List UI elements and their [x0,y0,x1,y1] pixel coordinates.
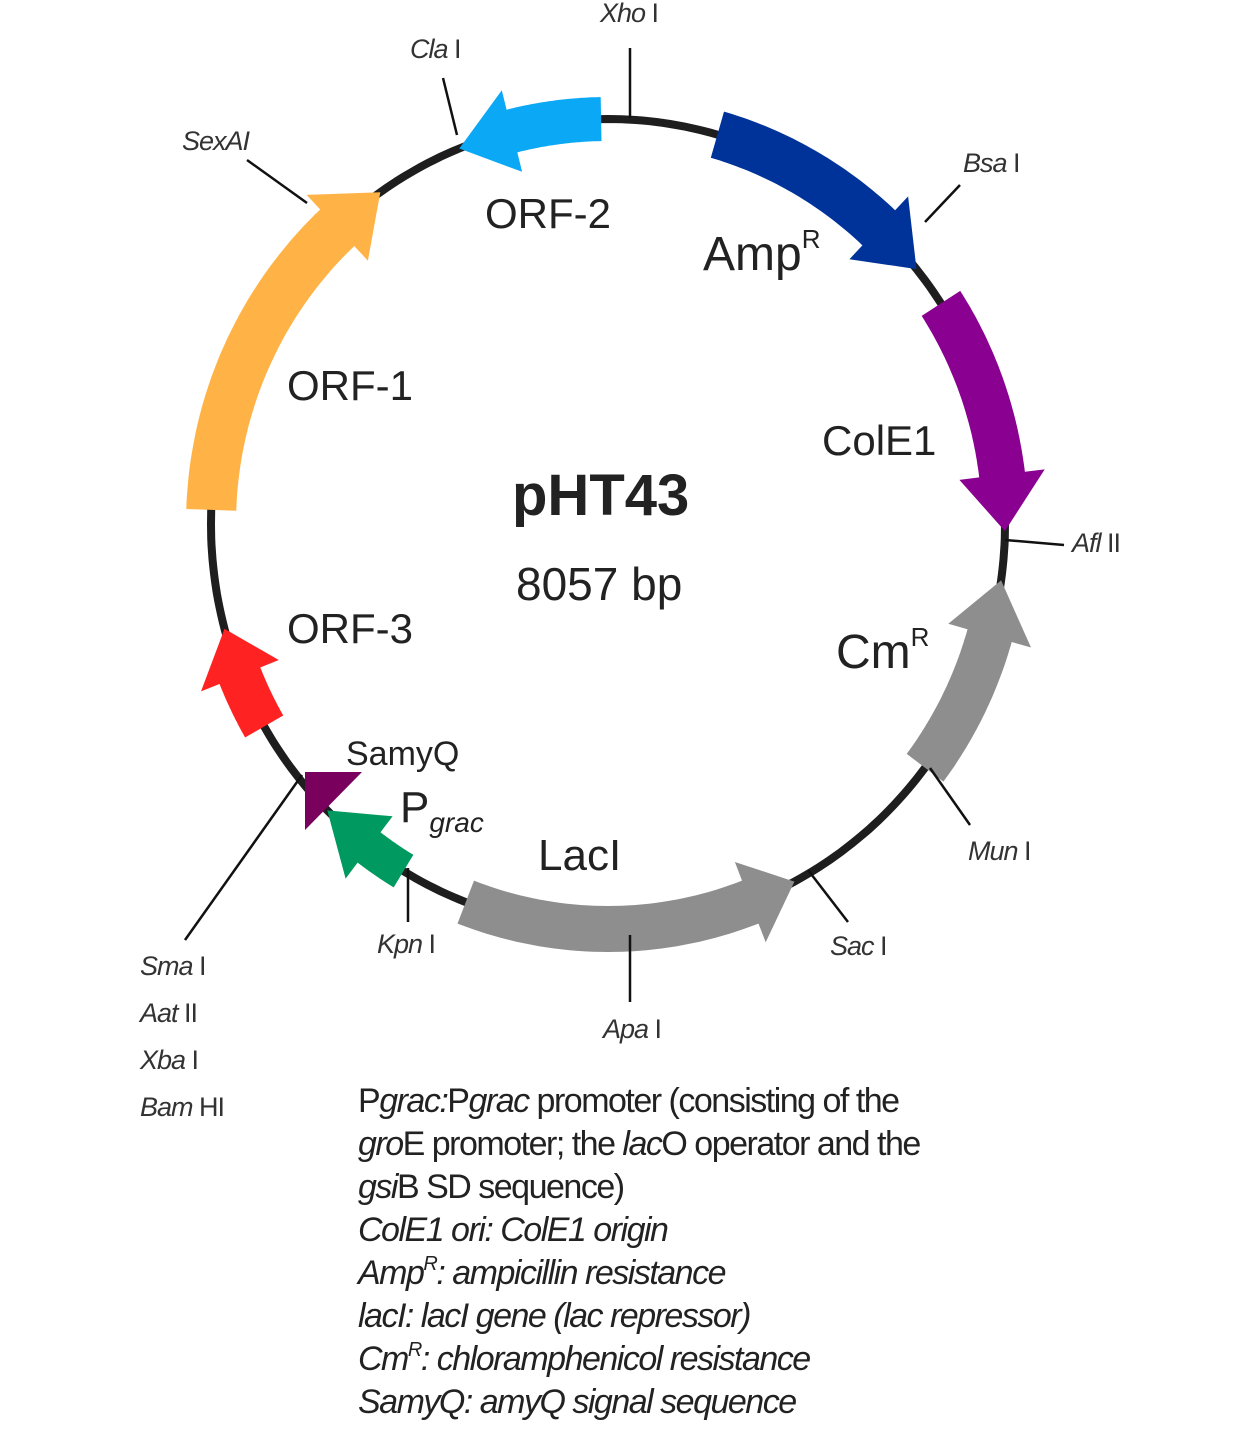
ampr-feature-arrow [710,111,917,270]
legend-segment: grac: [379,1082,448,1120]
legend-segment: R [423,1253,437,1275]
legend-segment: lac [622,1125,662,1163]
site-enzyme-number: I [645,0,658,28]
pgrac-feature-arrow [327,810,414,888]
legend-segment: grac [468,1082,530,1120]
site-label-sma-i: Sma I [140,951,206,981]
site-label-xho-i: Xho I [599,0,658,28]
legend-line: Pgrac:Pgrac promoter (consisting of the [358,1082,899,1120]
samyq-label: SamyQ [346,735,459,773]
legend-line: gsiB SD sequence) [358,1168,624,1206]
legend-segment: Amp [356,1254,424,1292]
site-enzyme-number: I [448,34,461,64]
site-enzyme-number: HI [193,1092,225,1122]
cmr-label: CmR [836,622,929,679]
orf1-label: ORF-1 [287,362,413,409]
orf3-label: ORF-3 [287,605,413,652]
site-enzyme-name: Kpn [377,929,422,959]
legend-line: groE promoter; the lacO operator and the [358,1125,920,1163]
legend-line: SamyQ: amyQ signal sequence [358,1383,796,1421]
site-label-kpn-i: Kpn I [377,929,435,959]
site-label-xba-i: Xba I [139,1045,198,1075]
site-enzyme-name: Xba [139,1045,186,1075]
site-tick-afl-ii [1004,538,1065,547]
cmr-feature-arrow [906,580,1031,782]
legend-line: lacI: lacI gene (lac repressor) [358,1297,750,1335]
orf2-label: ORF-2 [485,190,611,237]
plasmid-size: 8057 bp [516,558,682,610]
legend-segment: O operator and the [661,1125,920,1163]
site-enzyme-name: Bsa [963,148,1008,178]
legend-segment: ColE1 ori: ColE1 origin [358,1211,668,1249]
pgrac-label: Pgrac [400,783,484,838]
legend-line: AmpR: ampicillin resistance [356,1253,726,1292]
site-label-aat-ii: Aat II [138,998,197,1028]
site-enzyme-name: Xho [599,0,646,28]
site-enzyme-number: II [1101,528,1121,558]
site-tick-sexai [246,158,308,205]
site-enzyme-number: I [1018,836,1031,866]
site-label-mun-i: Mun I [968,836,1031,866]
legend-segment: B SD sequence) [397,1168,624,1206]
legend-segment: R [408,1339,422,1361]
site-enzyme-number: I [422,929,435,959]
site-enzyme-number: I [648,1014,661,1044]
legend-segment: P [447,1082,468,1120]
cole1-label: ColE1 [822,417,936,464]
site-label-sac-i: Sac I [830,931,887,961]
site-enzyme-number: I [874,931,887,961]
orf3-feature-arrow [201,628,284,738]
legend-segment: gro [358,1125,403,1163]
site-enzyme-number: I [193,951,206,981]
cole1-feature-arrow [921,290,1045,532]
site-enzyme-name: Sac [830,931,875,961]
site-enzyme-name: Apa [601,1014,649,1044]
site-enzyme-number: I [1007,148,1020,178]
legend-segment: Cm [358,1340,408,1378]
site-tick-mun-i [928,767,972,826]
site-label-sexai: SexAI [182,126,251,156]
legend: Pgrac:Pgrac promoter (consisting of theg… [356,1082,922,1421]
legend-line: CmR: chloramphenicol resistance [358,1339,810,1378]
laci-feature-arrow [457,862,795,952]
site-label-cla-i: Cla I [410,34,461,64]
legend-segment: : chloramphenicol resistance [421,1340,810,1378]
legend-segment: lacI: lacI gene (lac repressor) [358,1297,750,1335]
site-enzyme-number: II [178,998,198,1028]
site-enzyme-name: Mun [968,836,1018,866]
site-label-afl-ii: Afl II [1070,528,1120,558]
site-tick-cla-i [441,77,459,136]
orf2-feature-arrow [459,90,602,172]
legend-segment: gsi [358,1168,400,1206]
legend-line: ColE1 ori: ColE1 origin [358,1211,668,1249]
legend-segment: P [358,1082,379,1120]
legend-segment: promoter (consisting of the [529,1082,900,1120]
site-enzyme-name: Cla [410,34,448,64]
site-tick-sma-i [183,774,304,941]
laci-label: LacI [538,831,621,880]
site-label-bsa-i: Bsa I [963,148,1020,178]
site-label-apa-i: Apa I [601,1014,661,1044]
site-enzyme-name: SexAI [182,126,251,156]
site-enzyme-name: Afl [1070,528,1103,558]
site-enzyme-name: Sma [140,951,194,981]
legend-segment: E promoter; the [403,1125,623,1163]
samyq-feature-arrow [305,772,362,830]
legend-segment: SamyQ: amyQ signal sequence [358,1383,796,1421]
ampr-label: AmpR [703,224,820,281]
site-tick-sac-i [807,869,849,923]
plasmid-name: pHT43 [512,463,689,528]
site-label-bam-hi: Bam HI [140,1092,224,1122]
orf1-feature-arrow [186,192,381,511]
site-enzyme-number: I [185,1045,198,1075]
site-enzyme-name: Aat [138,998,180,1028]
legend-segment: : ampicillin resistance [436,1254,725,1292]
site-enzyme-name: Bam [140,1092,193,1122]
site-tick-bsa-i [924,184,961,223]
